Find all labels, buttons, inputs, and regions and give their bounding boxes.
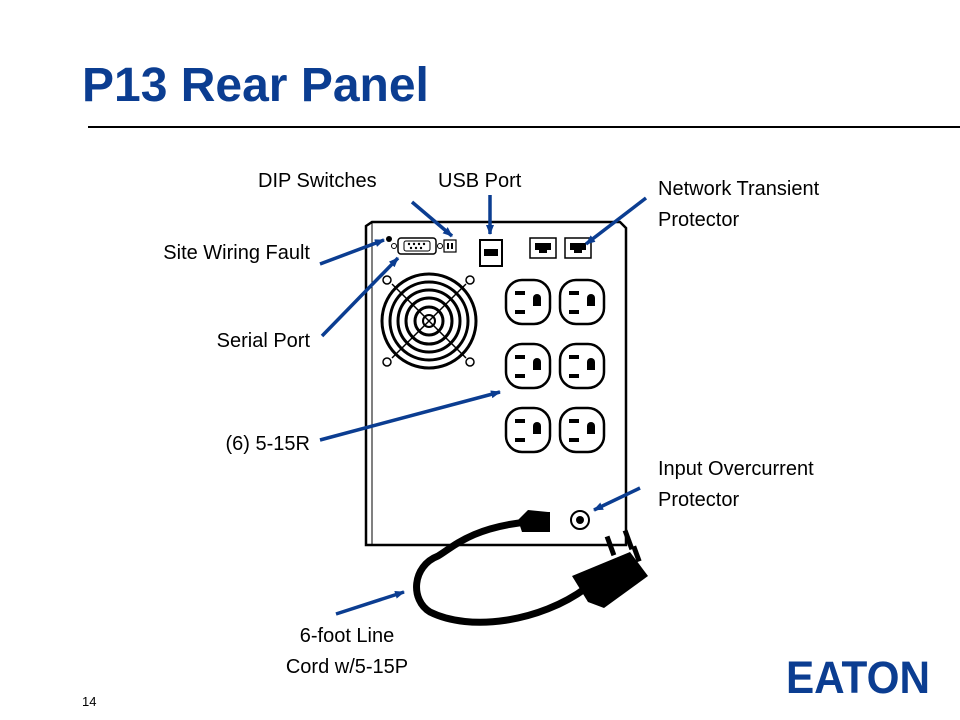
slide-title: P13 Rear Panel — [82, 59, 429, 112]
label-network-transient-line1: Network Transient — [658, 178, 820, 200]
line-cord — [413, 510, 648, 626]
label-line-cord-line1: 6-foot Line — [299, 625, 395, 647]
arrow-site-wiring-fault — [319, 238, 385, 266]
label-input-overcurrent-line1: Input Overcurrent — [658, 458, 814, 480]
network-port-in — [529, 237, 557, 259]
page-number: 14 — [82, 694, 97, 709]
label-dip-switches: DIP Switches — [258, 170, 377, 192]
label-input-overcurrent-line2: Protector — [658, 489, 740, 511]
label-network-transient-line2: Protector — [658, 209, 740, 231]
receptacle — [504, 278, 552, 326]
receptacle — [558, 406, 606, 454]
label-line-cord: 6-foot Line Cord w/5-15P — [262, 621, 432, 683]
label-network-transient-protector: Network Transient Protector — [658, 174, 819, 236]
label-receptacles: (6) 5-15R — [225, 433, 310, 455]
arrow-dip-switches — [410, 200, 454, 238]
label-input-overcurrent-protector: Input Overcurrent Protector — [658, 454, 814, 516]
eaton-logo-text: EATON — [786, 656, 930, 694]
arrow-serial-port — [320, 256, 400, 338]
arrow-network-transient — [584, 196, 648, 246]
title-rule — [88, 126, 960, 128]
cooling-fan — [380, 272, 478, 370]
eaton-logo: EATON — [786, 656, 930, 694]
network-port-out — [564, 237, 592, 259]
label-line-cord-line2: Cord w/5-15P — [285, 656, 409, 678]
arrow-receptacles — [319, 390, 501, 442]
label-serial-port: Serial Port — [216, 330, 310, 352]
arrow-input-overcurrent — [593, 486, 641, 512]
site-wiring-fault-indicator — [386, 236, 392, 242]
receptacle — [504, 342, 552, 390]
input-overcurrent-protector — [570, 510, 590, 530]
serial-port — [391, 237, 443, 255]
dip-switches — [443, 239, 457, 253]
receptacle — [558, 342, 606, 390]
label-site-wiring-fault: Site Wiring Fault — [163, 242, 310, 264]
arrow-line-cord — [335, 590, 405, 616]
receptacle — [558, 278, 606, 326]
callout-arrows — [319, 195, 648, 616]
label-usb-port: USB Port — [438, 170, 522, 192]
receptacle — [504, 406, 552, 454]
usb-port — [479, 239, 503, 267]
receptacles — [504, 278, 606, 454]
